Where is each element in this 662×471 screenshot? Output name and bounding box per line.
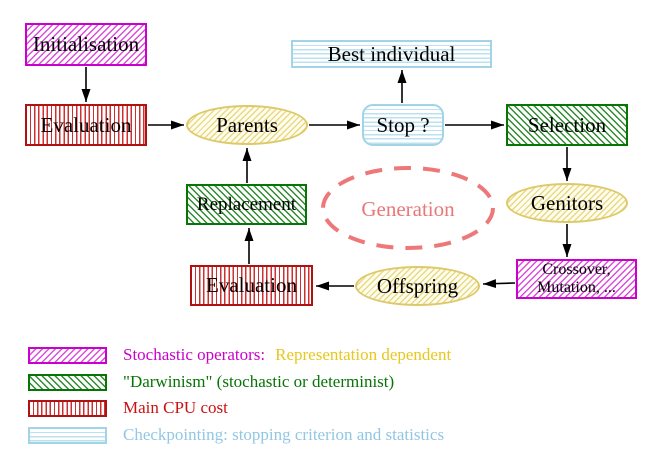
legend-label-darwinism: "Darwinism" (stochastic or determinist) bbox=[123, 372, 395, 391]
node-parents-label: Parents bbox=[216, 112, 278, 137]
node-evaluation-top-label: Evaluation bbox=[40, 112, 132, 137]
arrow-crossover-to-offspring bbox=[482, 279, 516, 289]
node-evaluation-bottom-label: Evaluation bbox=[206, 273, 297, 297]
node-crossover-mutation: Crossover, Mutation, ... bbox=[516, 259, 637, 299]
node-evaluation-top: Evaluation bbox=[25, 104, 147, 146]
legend-swatch-cyan-stripes bbox=[28, 426, 107, 444]
legend-label-stochastic-operators: Stochastic operators: bbox=[123, 345, 266, 364]
node-evaluation-bottom: Evaluation bbox=[190, 265, 313, 306]
node-crossover-line2: Mutation, ... bbox=[537, 279, 616, 296]
node-selection-label: Selection bbox=[527, 112, 607, 137]
generation-label: Generation bbox=[361, 197, 455, 221]
node-initialisation-label: Initialisation bbox=[32, 32, 140, 56]
node-replacement: Replacement bbox=[186, 184, 307, 225]
node-stop-label: Stop ? bbox=[376, 112, 430, 137]
legend-label-main-cpu-cost: Main CPU cost bbox=[123, 398, 228, 417]
legend-swatch-magenta-hatch bbox=[28, 346, 107, 364]
node-replacement-label: Replacement bbox=[196, 194, 297, 215]
legend-row-stochastic-operators: Stochastic operators: Representation dep… bbox=[28, 345, 451, 365]
node-initialisation: Initialisation bbox=[25, 23, 147, 66]
legend-row-main-cpu-cost: Main CPU cost bbox=[28, 398, 228, 418]
legend-swatch-green-hatch bbox=[28, 373, 107, 391]
node-genitors-label: Genitors bbox=[530, 190, 604, 215]
node-offspring-label: Offspring bbox=[376, 273, 459, 298]
node-selection: Selection bbox=[506, 104, 628, 146]
legend-swatch-red-stripes bbox=[28, 399, 107, 417]
node-crossover-line1: Crossover, bbox=[542, 260, 611, 278]
legend-row-checkpointing: Checkpointing: stopping criterion and st… bbox=[28, 425, 444, 445]
node-offspring: Offspring bbox=[355, 266, 480, 306]
node-stop: Stop ? bbox=[362, 104, 444, 146]
legend-label-representation-dependent: Representation dependent bbox=[275, 345, 452, 364]
node-genitors: Genitors bbox=[506, 183, 628, 223]
legend-label-checkpointing: Checkpointing: stopping criterion and st… bbox=[123, 425, 445, 444]
node-parents: Parents bbox=[186, 105, 308, 145]
node-best-individual-label: Best individual bbox=[327, 41, 456, 66]
node-best-individual: Best individual bbox=[291, 40, 492, 68]
legend-row-darwinism: "Darwinism" (stochastic or determinist) bbox=[28, 372, 394, 392]
